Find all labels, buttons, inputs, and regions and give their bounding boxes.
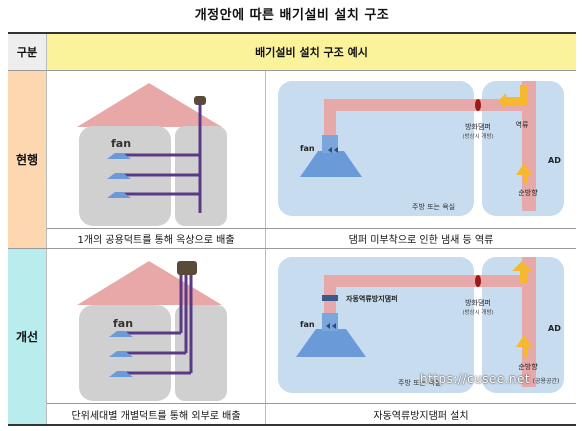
auto-damper-label: 자동역류방지댐퍼 bbox=[346, 294, 398, 303]
roof bbox=[77, 83, 222, 127]
roof bbox=[77, 261, 222, 305]
table-bottom-border bbox=[8, 424, 576, 426]
fire-damper-label: 방화댐퍼 bbox=[465, 122, 491, 131]
room-label: 주방 또는 욕실 bbox=[398, 378, 441, 387]
normal-label: 순방향 bbox=[518, 188, 538, 197]
normal-label: 순방향 bbox=[518, 362, 538, 371]
header-category: 구분 bbox=[8, 34, 47, 71]
hood bbox=[107, 153, 131, 159]
shaft-note: (공용공간) bbox=[533, 377, 560, 385]
house-diagram-current: fan bbox=[77, 83, 227, 226]
auto-damper bbox=[322, 295, 338, 301]
vent-cap bbox=[177, 261, 197, 275]
vent-cap bbox=[194, 96, 206, 105]
fire-damper-note: (방상시 개방) bbox=[462, 132, 493, 140]
caption-improved-left: 단위세대별 개별덕트를 통해 외부로 배출 bbox=[71, 410, 241, 422]
backflow-arrow-icon bbox=[498, 85, 528, 109]
fan-label: fan bbox=[111, 137, 131, 150]
fire-damper bbox=[475, 275, 481, 287]
row-label-current: 현행 bbox=[8, 71, 47, 249]
fan-label: fan bbox=[300, 320, 315, 329]
shaft-label: AD bbox=[548, 324, 561, 333]
caption-current-left: 1개의 공용덕트를 통해 옥상으로 배출 bbox=[77, 234, 235, 246]
column-divider bbox=[265, 71, 266, 424]
watermark: https://cusee.net bbox=[420, 372, 531, 386]
hood bbox=[109, 331, 133, 337]
fire-damper bbox=[475, 99, 481, 111]
fan-icon bbox=[328, 147, 338, 153]
row-label-improved: 개선 bbox=[8, 249, 47, 424]
caption-current-right: 댐퍼 미부착으로 인한 냄새 등 역류 bbox=[348, 234, 494, 246]
hood bbox=[107, 173, 131, 179]
backflow-label: 역류 bbox=[516, 120, 529, 129]
table-top-border bbox=[8, 32, 576, 34]
row-divider bbox=[47, 228, 576, 229]
row-divider bbox=[47, 403, 576, 404]
page-title: 개정안에 따른 배기설비 설치 구조 bbox=[194, 8, 390, 23]
kitchen-diagram-current: fan 방화댐퍼 (방상시 개방) 역류 순방향 AD 주방 또는 욕실 bbox=[278, 81, 564, 216]
room-label: 주방 또는 욕실 bbox=[412, 202, 455, 211]
up-arrow-icon bbox=[516, 335, 532, 357]
exhaust-duct bbox=[324, 99, 336, 139]
up-arrow-icon bbox=[516, 163, 532, 183]
row-divider bbox=[8, 248, 576, 249]
house-diagram-improved: fan bbox=[77, 261, 227, 401]
range-hood bbox=[300, 151, 362, 177]
flow-arrow-icon bbox=[512, 261, 532, 283]
building-right bbox=[175, 305, 227, 401]
fire-damper-note: (방상시 개방) bbox=[462, 308, 493, 316]
hood bbox=[107, 192, 131, 198]
range-hood bbox=[296, 329, 366, 357]
exhaust-duct bbox=[324, 275, 532, 287]
hood bbox=[109, 371, 133, 377]
header-examples: 배기설비 설치 구조 예시 bbox=[47, 34, 576, 71]
range-hood-top bbox=[322, 135, 338, 153]
fan-icon bbox=[326, 323, 336, 329]
kitchen-diagram-improved: 자동역류방지댐퍼 fan 방화댐퍼 (방상시 개방) 순방향 AD (공용공간)… bbox=[278, 257, 564, 393]
fan-label: fan bbox=[300, 144, 315, 153]
shaft-label: AD bbox=[548, 156, 561, 165]
fan-label: fan bbox=[113, 317, 133, 330]
fire-damper-label: 방화댐퍼 bbox=[465, 298, 491, 307]
caption-improved-right: 자동역류방지댐퍼 설치 bbox=[373, 410, 469, 422]
hood bbox=[109, 351, 133, 357]
